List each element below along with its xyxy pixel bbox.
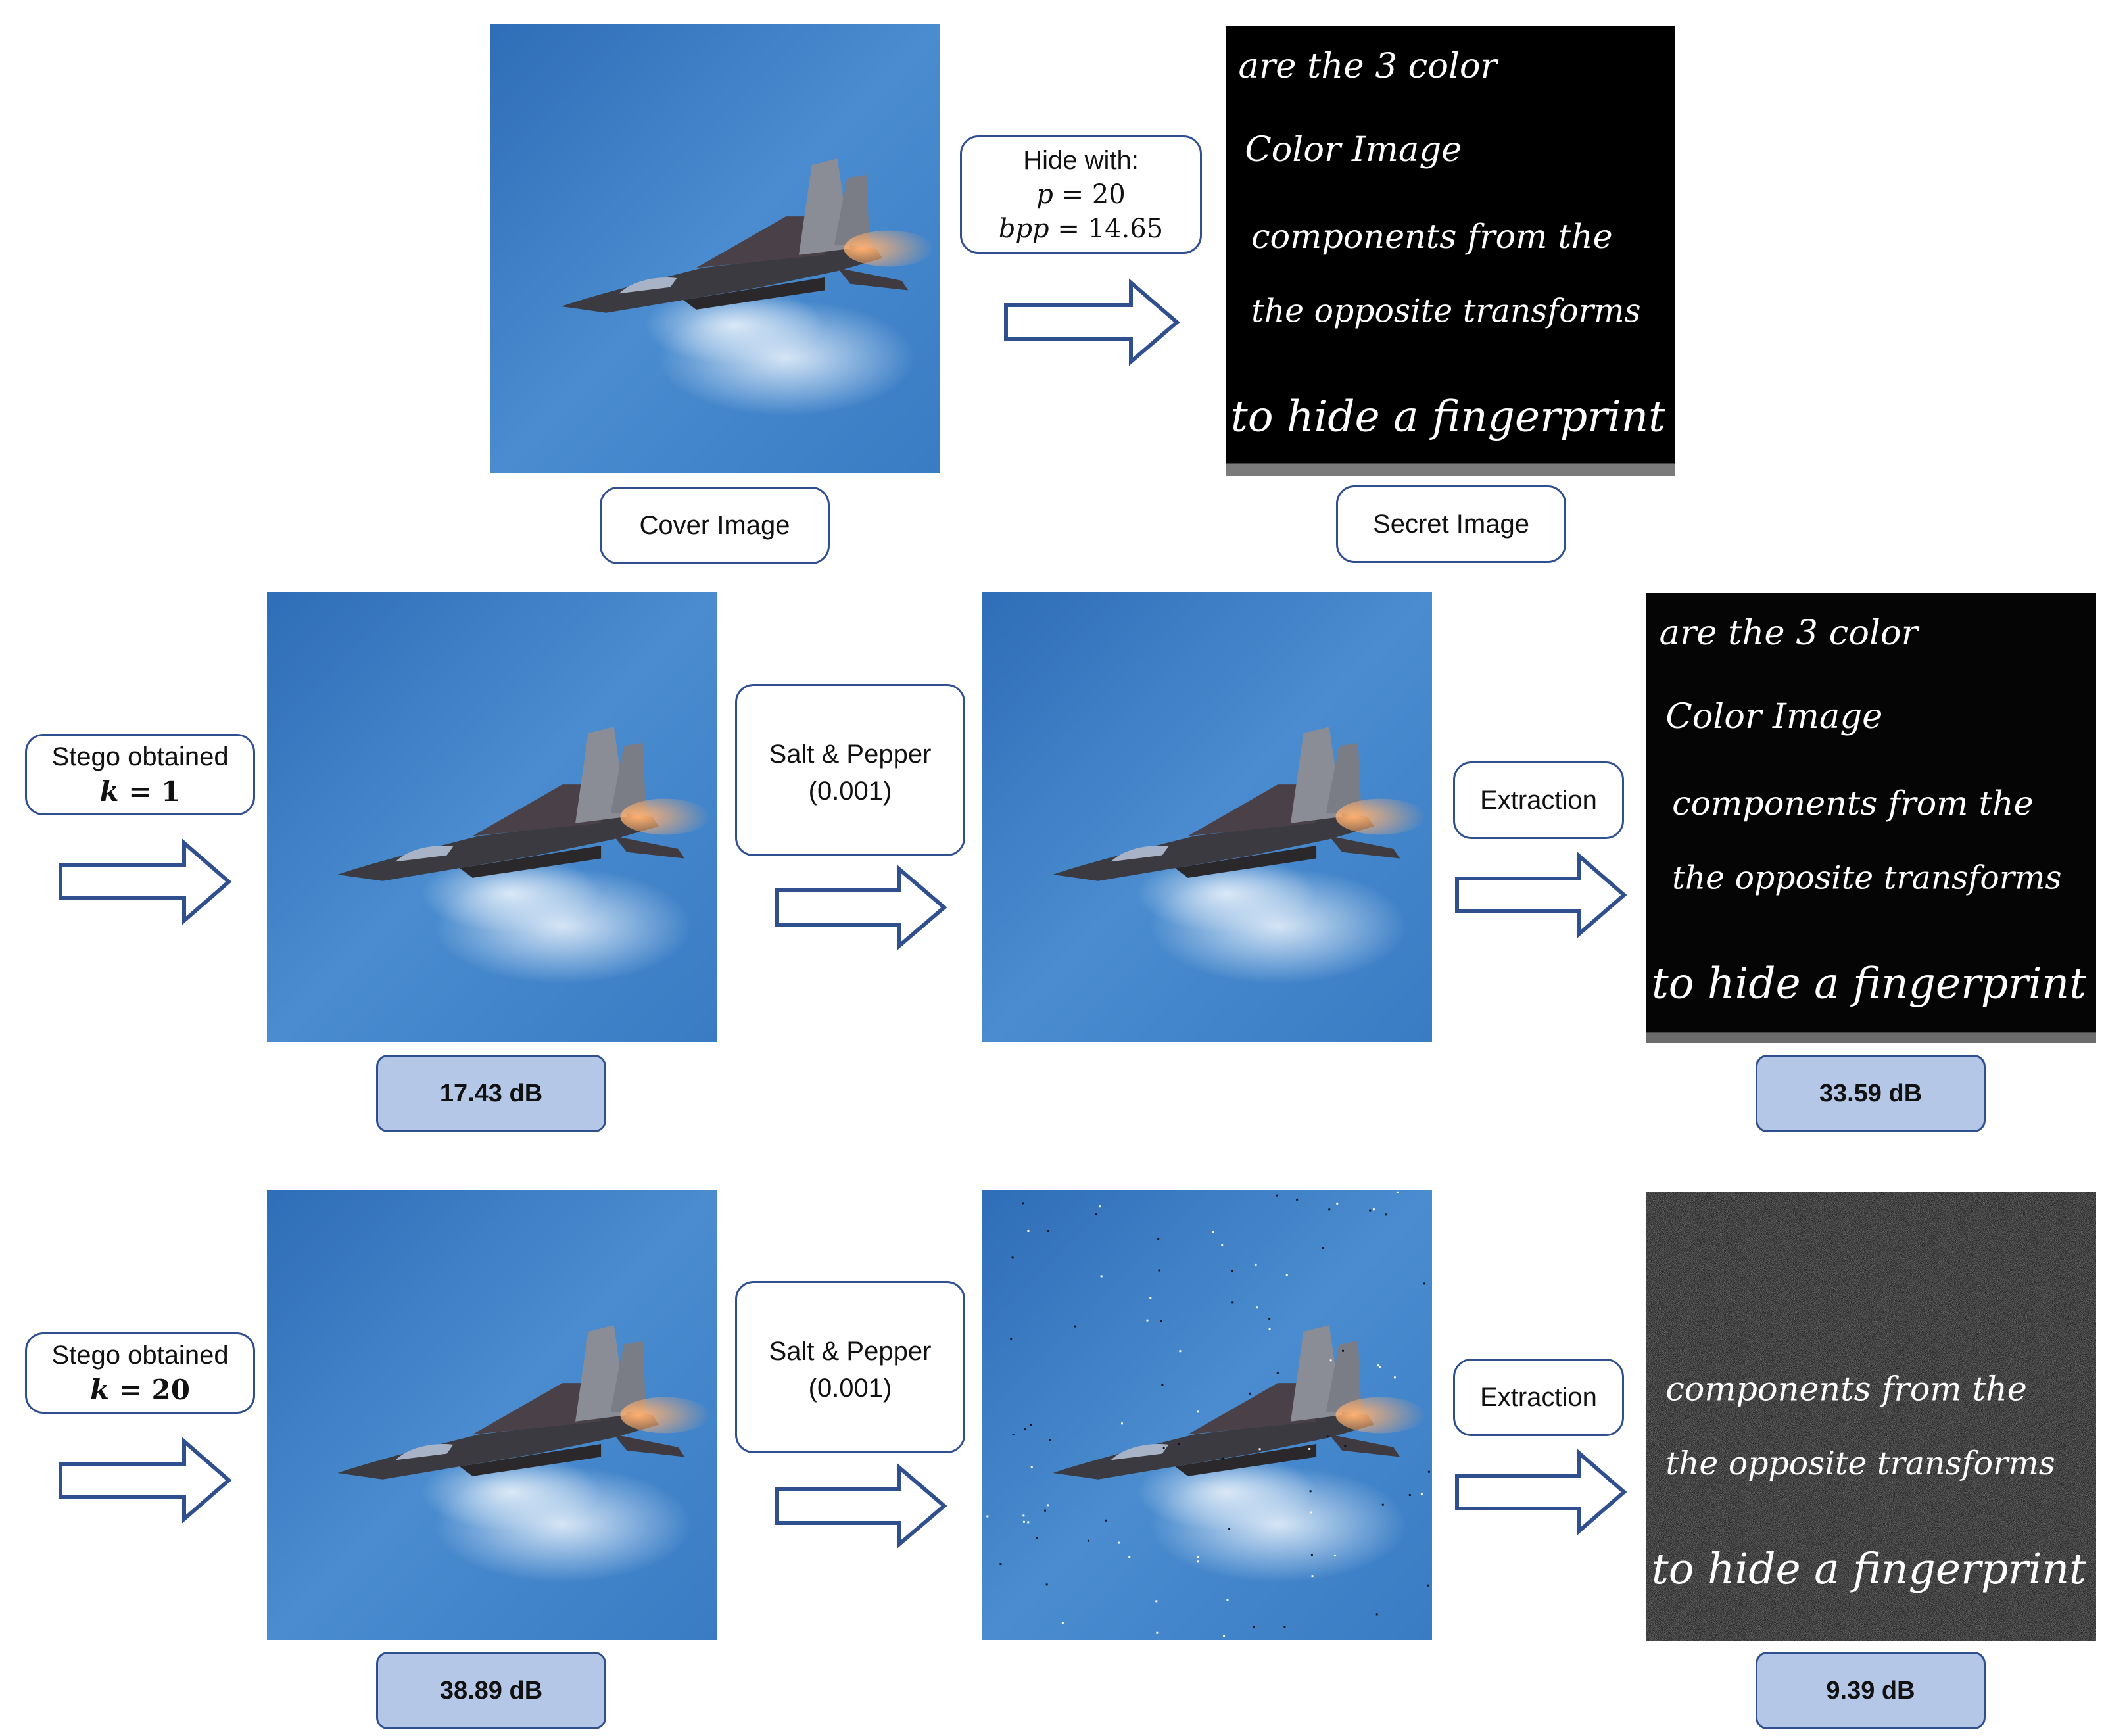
stego-k1-psnr-value: 17.43 dB <box>439 1079 543 1107</box>
extraction-k1-box: Extraction <box>1453 761 1624 839</box>
secret-line-1: are the 3 color <box>1239 46 1499 86</box>
hide-arrow <box>1003 278 1180 366</box>
stego-k20-title: Stego obtained <box>51 1340 229 1370</box>
bpp-parameter: bpp = 14.65 <box>999 212 1163 246</box>
cover-image-label-text: Cover Image <box>639 511 790 540</box>
secret-image-label-text: Secret Image <box>1373 510 1529 539</box>
stego-k1-title: Stego obtained <box>51 742 229 771</box>
k20-symbol: k <box>90 1373 110 1406</box>
p-parameter: p = 20 <box>1036 178 1125 212</box>
k1-symbol: k <box>99 775 119 808</box>
noise-k1-box: Salt & Pepper (0.001) <box>735 684 965 856</box>
stego-k1-arrow <box>58 838 232 925</box>
noise-k20-title: Salt & Pepper <box>769 1337 932 1366</box>
extracted-k1-line-4: the opposite transforms <box>1672 859 2061 896</box>
k1-value: = 1 <box>128 775 181 808</box>
extracted-k1-line-1: are the 3 color <box>1660 613 1920 653</box>
extracted-image-k20: components from the the opposite transfo… <box>1646 1192 2096 1641</box>
extracted-k1-line-3: components from the <box>1672 784 2034 823</box>
noise-k1-title: Salt & Pepper <box>769 740 932 769</box>
extracted-k1-psnr-value: 33.59 dB <box>1819 1079 1923 1107</box>
extracted-k20-line-3: components from the <box>1665 1370 2027 1409</box>
cover-image-label: Cover Image <box>600 487 830 564</box>
hide-title: Hide with: <box>1023 146 1139 175</box>
stego-k1-label: Stego obtained k = 1 <box>25 734 255 815</box>
bpp-value: = 14.65 <box>1057 214 1164 244</box>
stego-image-k1 <box>267 592 717 1042</box>
extraction-k20-box: Extraction <box>1453 1359 1624 1436</box>
stego-k1-k: k = 1 <box>100 774 181 810</box>
extraction-k1-label: Extraction <box>1480 786 1597 815</box>
extraction-k1-arrow <box>1454 852 1627 938</box>
stego-k20-psnr-value: 38.89 dB <box>439 1676 543 1704</box>
noise-k1-value: (0.001) <box>808 777 892 806</box>
stego-image-k20 <box>267 1190 717 1640</box>
noisy-image-k20 <box>982 1190 1432 1640</box>
secret-image-label: Secret Image <box>1336 485 1566 563</box>
noise-k1-arrow <box>775 865 947 950</box>
cover-image <box>490 24 940 473</box>
p-symbol: p <box>1036 180 1053 210</box>
bpp-symbol: bpp <box>998 214 1049 244</box>
stego-k20-k: k = 20 <box>90 1372 190 1409</box>
extraction-k20-arrow <box>1454 1449 1627 1535</box>
noisy-image-k1 <box>982 592 1432 1042</box>
extracted-k20-line-5: to hide a fingerprint <box>1652 1545 2087 1594</box>
extraction-k20-label: Extraction <box>1480 1383 1597 1412</box>
extracted-k20-line-4: the opposite transforms <box>1665 1445 2055 1482</box>
extracted-k1-line-5: to hide a fingerprint <box>1652 959 2087 1009</box>
p-value: = 20 <box>1061 180 1126 210</box>
extracted-k20-psnr-value: 9.39 dB <box>1826 1676 1915 1704</box>
stego-k20-arrow <box>58 1437 232 1524</box>
secret-image: are the 3 color Color Image components f… <box>1226 26 1675 476</box>
secret-line-3: components from the <box>1251 217 1613 256</box>
extracted-image-k1: are the 3 color Color Image components f… <box>1646 593 2096 1043</box>
secret-line-4: the opposite transforms <box>1251 292 1640 329</box>
k20-value: = 20 <box>118 1373 190 1406</box>
noise-k20-value: (0.001) <box>808 1374 892 1403</box>
hide-parameters-box: Hide with: p = 20 bpp = 14.65 <box>960 135 1202 254</box>
noise-k20-box: Salt & Pepper (0.001) <box>735 1281 965 1453</box>
extracted-k1-line-2: Color Image <box>1665 696 1882 736</box>
stego-k20-psnr: 38.89 dB <box>376 1652 606 1729</box>
secret-line-5: to hide a fingerprint <box>1231 393 1666 442</box>
noise-k20-arrow <box>775 1463 947 1549</box>
extracted-k20-psnr: 9.39 dB <box>1756 1652 1986 1729</box>
stego-k1-psnr: 17.43 dB <box>376 1055 606 1132</box>
secret-line-2: Color Image <box>1245 130 1462 170</box>
stego-k20-label: Stego obtained k = 20 <box>25 1332 255 1414</box>
extracted-k1-psnr: 33.59 dB <box>1756 1055 1986 1132</box>
